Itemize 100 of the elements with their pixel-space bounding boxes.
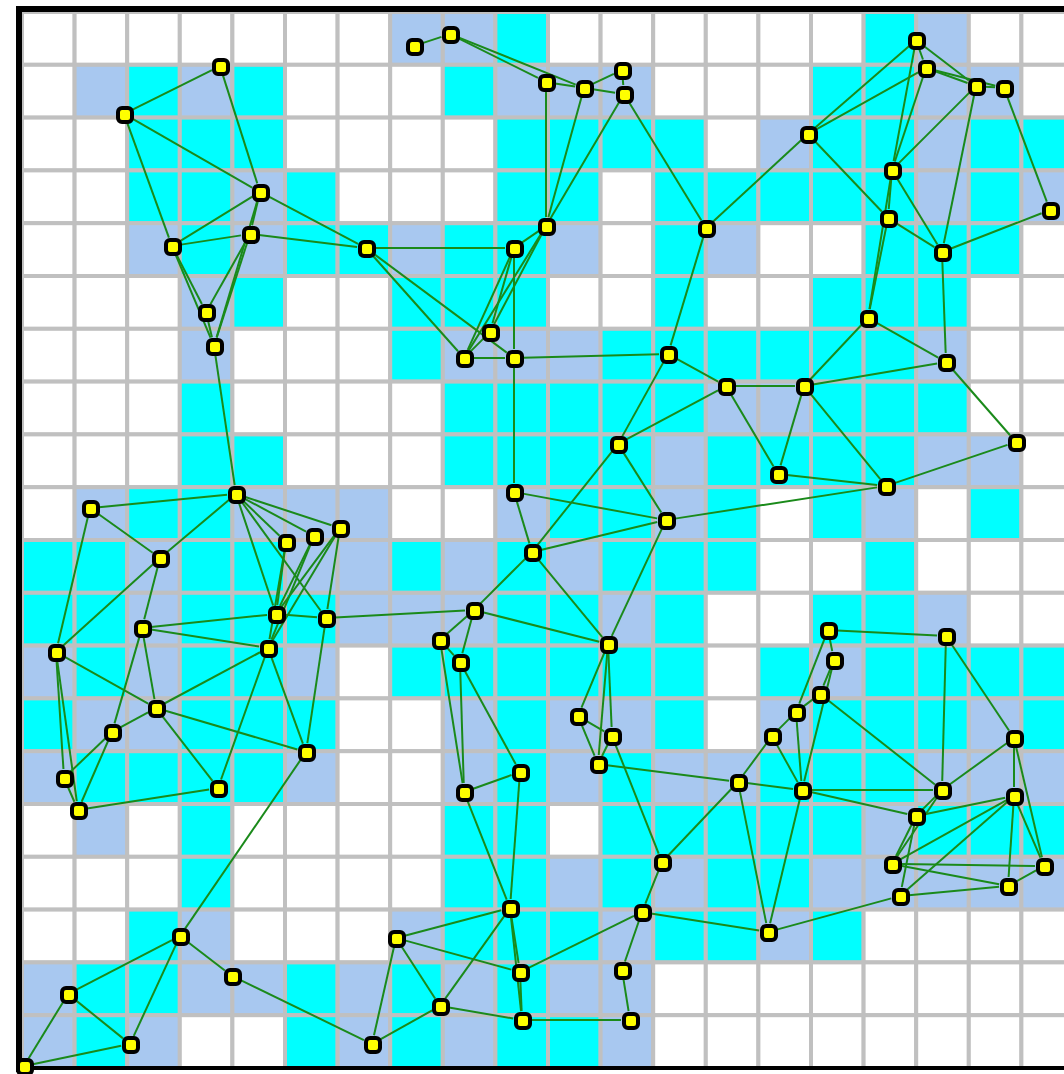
connector-line: [828, 637, 834, 653]
connector-line: [803, 667, 833, 783]
connector-line: [1007, 804, 1015, 878]
connector-line: [624, 389, 720, 441]
connector-line: [306, 625, 326, 745]
connector-line: [283, 613, 319, 619]
connector-line: [56, 659, 78, 803]
connector-line: [584, 719, 606, 733]
connector-line: [61, 563, 155, 647]
connector-line: [622, 977, 630, 1013]
connector-line: [795, 719, 803, 783]
connector-line: [922, 44, 970, 82]
connector-line: [257, 234, 359, 248]
connector-line: [240, 500, 322, 612]
connector-line: [775, 742, 799, 784]
connector-line: [1013, 746, 1015, 788]
connector-line: [673, 486, 879, 520]
connector-line: [811, 362, 939, 386]
node-marker: [15, 1057, 33, 1074]
connector-line: [893, 75, 925, 163]
connector-line: [644, 869, 660, 905]
connector-line: [897, 91, 971, 165]
connector-line: [513, 366, 515, 484]
connector-line: [895, 823, 913, 857]
connector-line: [874, 321, 940, 359]
connector-line: [268, 549, 286, 641]
connector-line: [243, 495, 333, 527]
connector-line: [513, 256, 515, 350]
connector-line: [459, 670, 465, 784]
connector-line: [536, 450, 614, 546]
connector-line: [894, 221, 936, 249]
connector-line: [667, 787, 733, 857]
connector-line: [444, 914, 506, 1000]
connector-line: [941, 644, 947, 782]
connector-line: [822, 667, 832, 687]
connector-line: [179, 234, 243, 246]
connector-line: [519, 980, 523, 1012]
connector-line: [493, 232, 543, 326]
connector-line: [85, 788, 211, 810]
connector-line: [669, 235, 705, 347]
connector-line: [242, 497, 308, 533]
connector-line: [149, 613, 269, 629]
connector-line: [270, 655, 304, 745]
connector-line: [510, 915, 520, 965]
connector-line: [1006, 95, 1048, 203]
connector-line: [509, 780, 521, 900]
connector-line: [605, 764, 731, 782]
connector-line: [948, 742, 1008, 786]
connector-line: [239, 978, 365, 1042]
connector-line: [62, 655, 150, 705]
connector-line: [941, 260, 947, 354]
connector-line: [591, 88, 617, 94]
connector-line: [521, 492, 659, 520]
connector-line: [479, 557, 527, 605]
connector-line: [457, 37, 539, 79]
connector-line: [55, 660, 65, 770]
connector-line: [142, 635, 156, 701]
connector-line: [549, 100, 621, 220]
connector-line: [371, 253, 459, 353]
connector-line: [334, 609, 466, 619]
connector-line: [80, 739, 110, 803]
connector-line: [178, 195, 254, 243]
connector-line: [130, 117, 254, 189]
connector-line: [950, 367, 1012, 437]
connector-line: [27, 1000, 65, 1060]
connector-line: [950, 642, 1010, 732]
connector-line: [729, 392, 775, 468]
connector-line: [113, 635, 141, 725]
connector-line: [826, 698, 936, 786]
connector-line: [711, 139, 803, 223]
connector-line: [536, 557, 604, 639]
connector-line: [621, 450, 663, 514]
connector-line: [900, 823, 916, 889]
connector-line: [893, 443, 1009, 485]
connector-line: [623, 919, 641, 963]
connector-line: [461, 617, 473, 655]
connector-line: [403, 909, 503, 937]
connector-line: [899, 864, 1001, 886]
connector-line: [607, 652, 613, 728]
connector-line: [74, 998, 124, 1040]
connector-line: [553, 82, 577, 88]
connector-line: [522, 353, 660, 359]
connector-line: [160, 714, 214, 782]
connector-line: [918, 47, 924, 61]
connector-line: [539, 521, 659, 551]
connector-line: [31, 1044, 123, 1066]
connector-line: [251, 199, 259, 227]
connector-line: [447, 1006, 515, 1020]
connector-line: [373, 945, 395, 1037]
connector-line: [921, 795, 937, 811]
connector-line: [271, 534, 337, 642]
connector-line: [215, 199, 259, 339]
connector-line: [457, 36, 577, 86]
connector-line: [241, 499, 281, 537]
connector-line: [278, 543, 312, 607]
connector-line: [809, 791, 909, 815]
connector-line: [580, 723, 596, 757]
connector-line: [149, 628, 261, 648]
connector-line: [591, 72, 615, 86]
connector-line: [378, 1009, 434, 1041]
